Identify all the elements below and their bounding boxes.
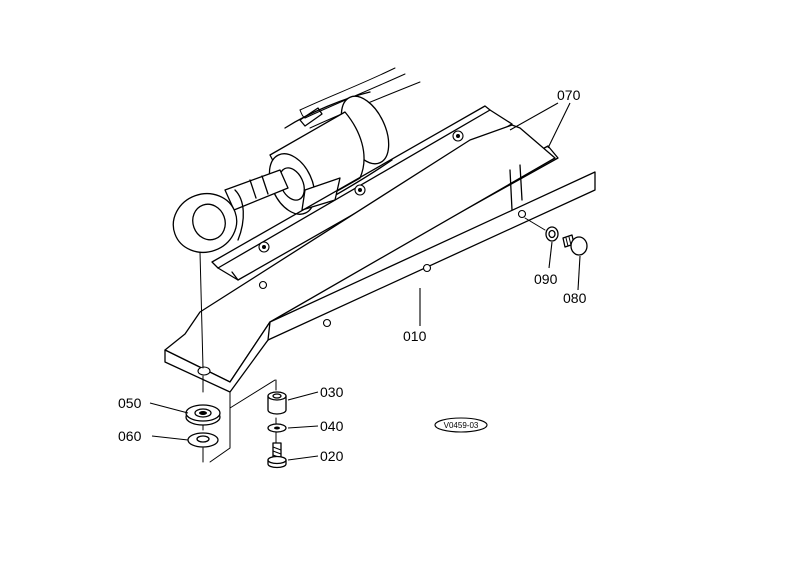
figure-code-badge: V0459-03: [434, 417, 488, 433]
bolt-080: [562, 234, 588, 256]
label-040: 040: [320, 418, 344, 434]
bolt-080-axis: [524, 217, 546, 231]
washer-060: [187, 432, 219, 448]
label-070: 070: [557, 87, 581, 103]
washer-040: [267, 423, 287, 433]
bolt-020: [267, 442, 287, 469]
label-050: 050: [118, 395, 142, 411]
center-line-upper: [199, 251, 204, 369]
label-030: 030: [320, 384, 344, 400]
label-080: 080: [563, 290, 587, 306]
spacer-030: [267, 391, 287, 415]
label-020: 020: [320, 448, 344, 464]
label-010: 010: [403, 328, 427, 344]
label-090: 090: [534, 271, 558, 287]
nut-050: [185, 404, 221, 426]
washer-090: [545, 226, 559, 242]
assembly-guide-lines: [202, 375, 277, 463]
label-060: 060: [118, 428, 142, 444]
figure-code: V0459-03: [444, 421, 479, 430]
frame-010: [164, 124, 596, 393]
leader-lines: [149, 102, 581, 461]
rail-070-upper: [211, 105, 513, 281]
